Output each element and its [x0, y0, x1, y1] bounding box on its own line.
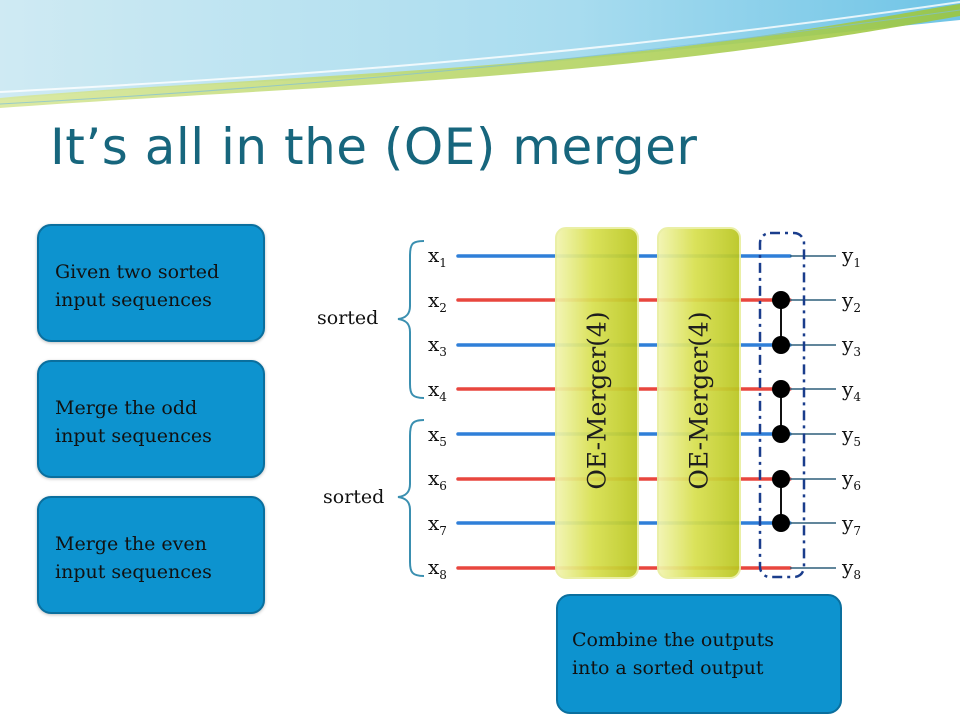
comparator-node: [772, 425, 790, 443]
brace-top: [397, 240, 425, 399]
box-text-line: Merge the odd: [55, 397, 198, 419]
combine-box: Combine the outputs into a sorted output: [556, 594, 842, 714]
header-swoosh-decoration: [0, 0, 960, 108]
sorted-label-top: sorted: [317, 307, 379, 329]
box-text-line: input sequences: [55, 561, 212, 583]
comparator-stage-outline: [758, 231, 806, 579]
comparator-node: [772, 336, 790, 354]
sorted-label-bottom: sorted: [323, 486, 385, 508]
input-label: x1: [428, 243, 447, 270]
output-label: y1: [842, 243, 861, 270]
odd-merger-block: [555, 227, 639, 579]
explanation-box-given: Given two sorted input sequences: [37, 224, 265, 342]
box-text-line: input sequences: [55, 289, 212, 311]
even-merger-block: [657, 227, 741, 579]
input-label: x7: [428, 511, 447, 538]
output-label: y7: [842, 511, 861, 538]
explanation-box-even: Merge the even input sequences: [37, 496, 265, 614]
comparator-node: [772, 514, 790, 532]
input-label: x6: [428, 466, 447, 493]
output-label: y5: [842, 422, 861, 449]
input-label: x8: [428, 555, 447, 582]
even-merger-label: OE-Merger(4): [684, 311, 714, 490]
explanation-box-odd: Merge the odd input sequences: [37, 360, 265, 478]
brace-bottom: [397, 419, 425, 577]
slide-title: It’s all in the (OE) merger: [50, 118, 698, 176]
comparator-node: [772, 291, 790, 309]
input-label: x3: [428, 332, 447, 359]
input-label: x2: [428, 288, 447, 315]
input-label: x4: [428, 377, 447, 404]
box-text-line: input sequences: [55, 425, 212, 447]
output-label: y3: [842, 332, 861, 359]
output-label: y2: [842, 288, 861, 315]
box-text-line: Merge the even: [55, 533, 207, 555]
input-label: x5: [428, 422, 447, 449]
box-text-line: Combine the outputs: [572, 629, 775, 651]
box-text-line: into a sorted output: [572, 657, 764, 679]
box-text-line: Given two sorted: [55, 261, 220, 283]
output-label: y6: [842, 466, 861, 493]
odd-merger-label: OE-Merger(4): [582, 311, 612, 490]
output-label: y8: [842, 555, 861, 582]
output-label: y4: [842, 377, 861, 404]
comparator-node: [772, 380, 790, 398]
comparator-node: [772, 470, 790, 488]
